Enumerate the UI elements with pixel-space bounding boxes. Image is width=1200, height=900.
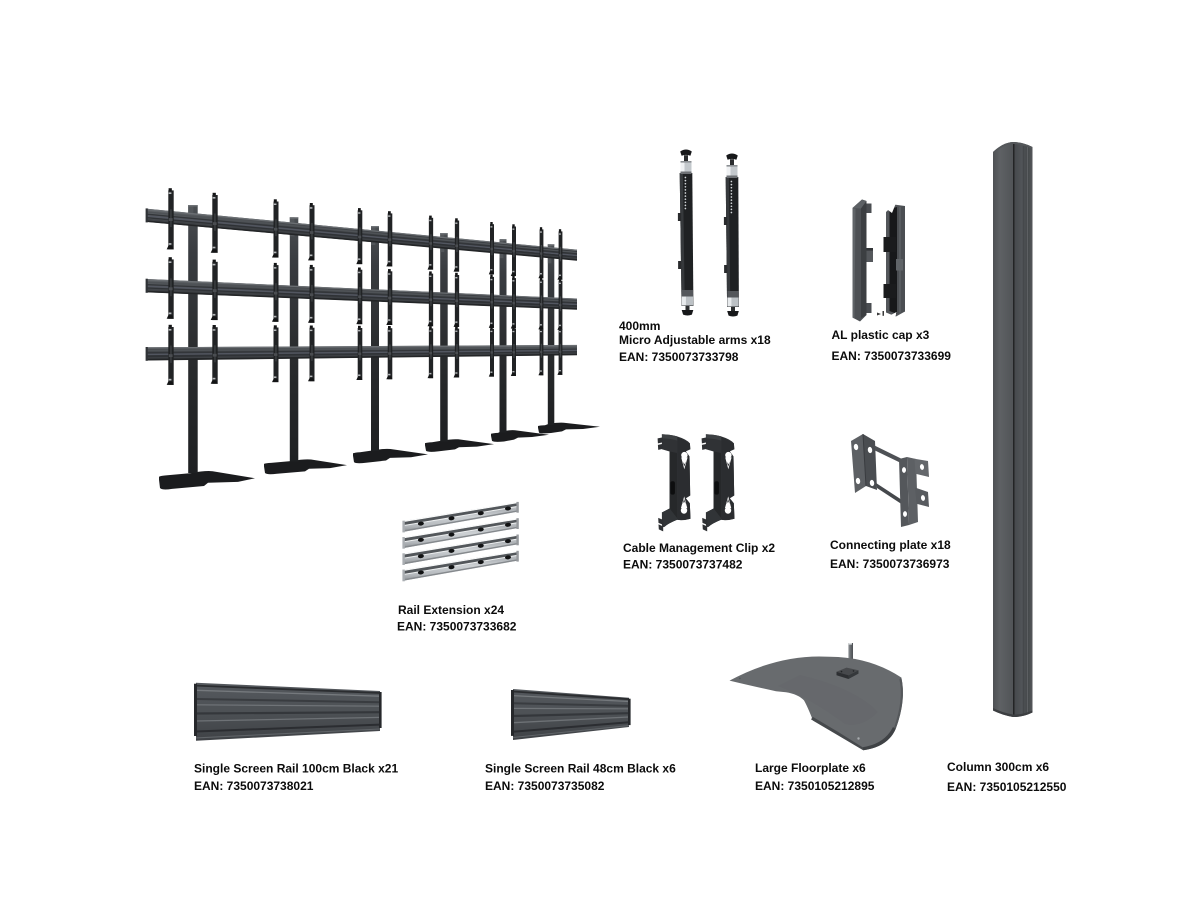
svg-text:Single Screen Rail 100cm Black: Single Screen Rail 100cm Black x21: [194, 761, 398, 775]
svg-text:Column 300cm x6: Column 300cm x6: [947, 760, 1049, 774]
svg-text:Cable Management Clip x2: Cable Management Clip x2: [623, 541, 775, 555]
svg-text:Rail Extension x24: Rail Extension x24: [398, 603, 504, 617]
svg-text:EAN: 7350073738021: EAN: 7350073738021: [194, 779, 314, 793]
svg-text:EAN: 7350105212895: EAN: 7350105212895: [755, 779, 875, 793]
svg-text:EAN: 7350073733699: EAN: 7350073733699: [832, 349, 952, 363]
svg-text:AL plastic cap x3: AL plastic cap x3: [832, 328, 930, 342]
svg-text:EAN: 7350073737482: EAN: 7350073737482: [623, 558, 743, 572]
svg-text:EAN: 7350073736973: EAN: 7350073736973: [830, 557, 950, 571]
svg-text:EAN: 7350105212550: EAN: 7350105212550: [947, 780, 1067, 794]
svg-text:Large Floorplate x6: Large Floorplate x6: [755, 761, 866, 775]
svg-text:Single Screen Rail 48cm Black: Single Screen Rail 48cm Black x6: [485, 761, 676, 775]
svg-text:Connecting plate x18: Connecting plate x18: [830, 538, 951, 552]
svg-text:EAN: 7350073735082: EAN: 7350073735082: [485, 779, 605, 793]
svg-text:Micro Adjustable arms x18: Micro Adjustable arms x18: [619, 333, 771, 347]
svg-text:EAN: 7350073733682: EAN: 7350073733682: [397, 620, 517, 634]
svg-text:400mm: 400mm: [619, 319, 660, 333]
svg-text:EAN: 7350073733798: EAN: 7350073733798: [619, 350, 739, 364]
